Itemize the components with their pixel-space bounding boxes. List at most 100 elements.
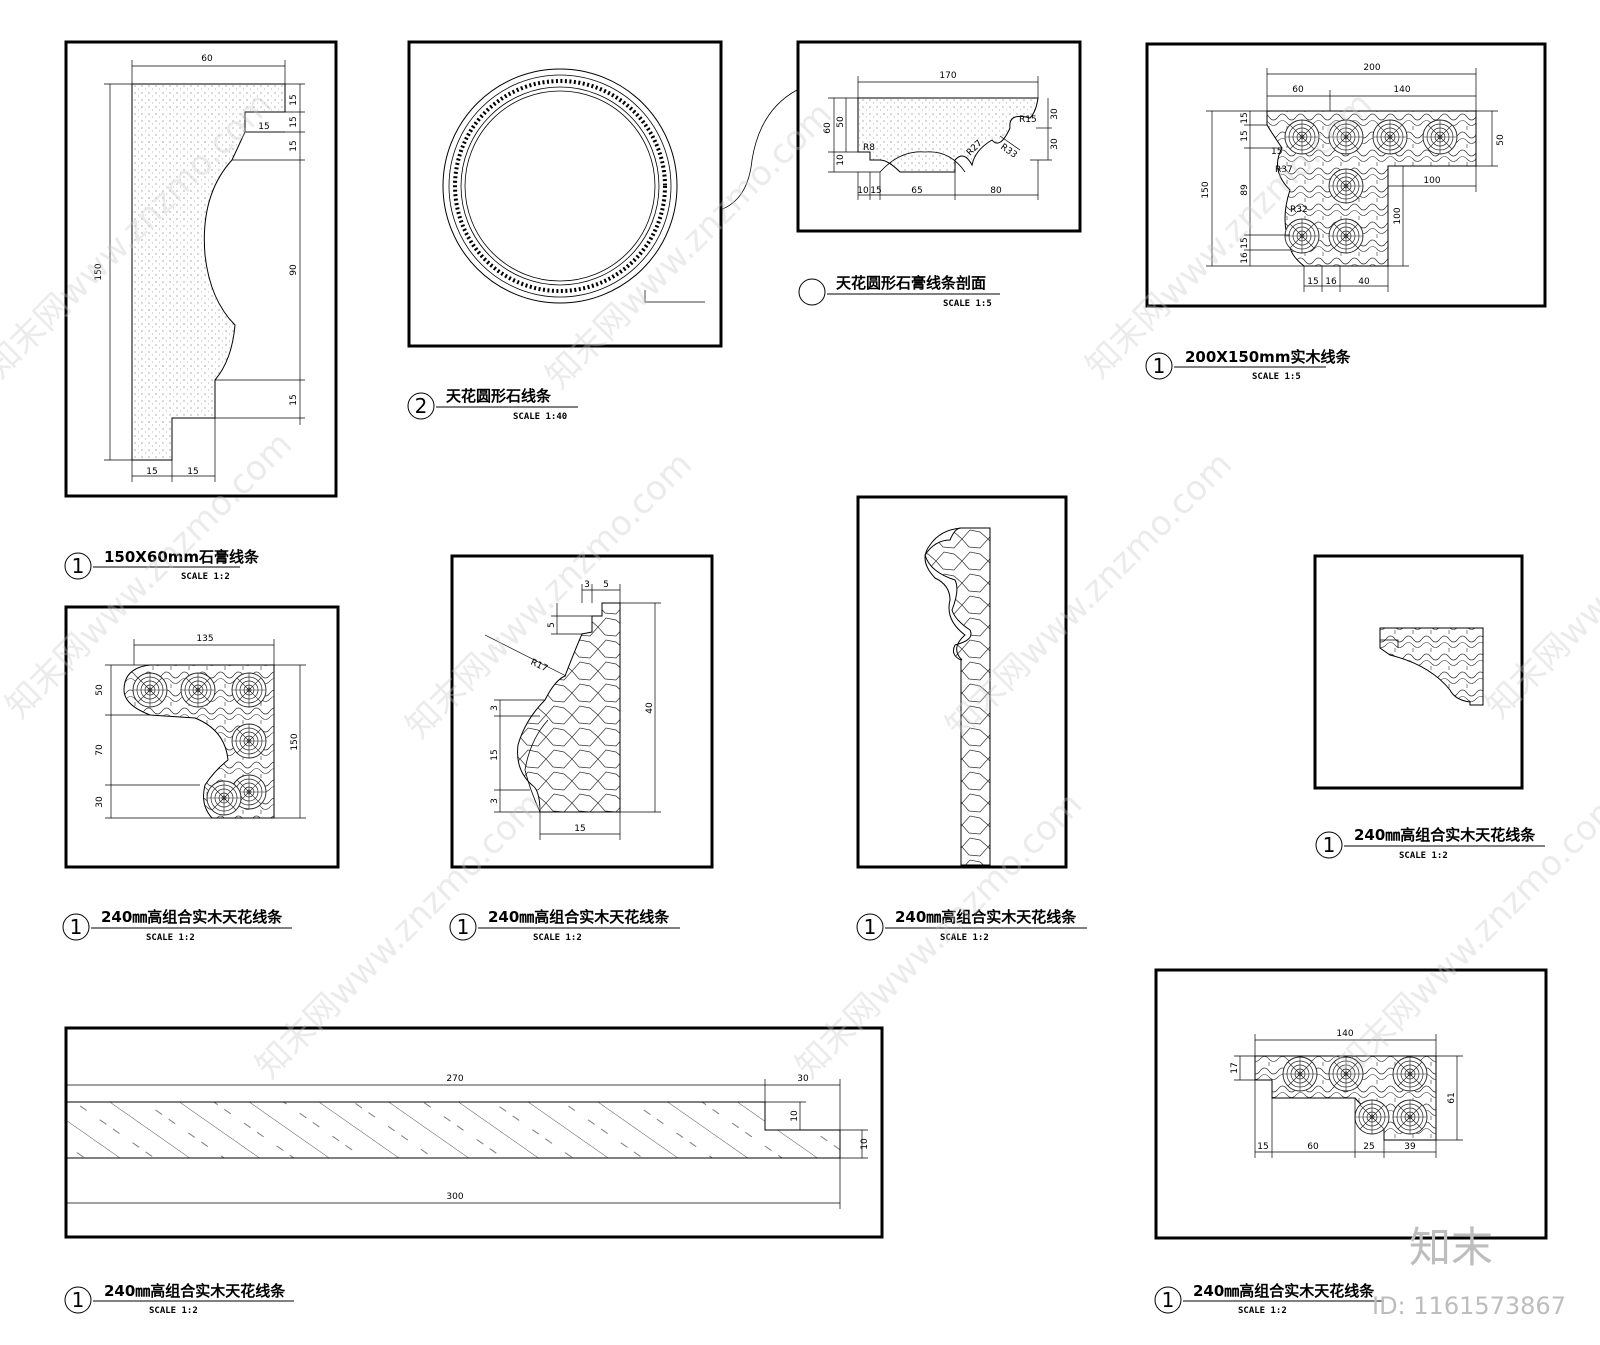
drawing-number: 1 bbox=[72, 1288, 85, 1312]
drawing-wood-profile-200x150: 200 60 140 150 15 15 89 15 16 R37 R32 15… bbox=[1145, 42, 1547, 308]
dim-r1: R37 bbox=[1275, 165, 1293, 175]
title-block-1: 1 150X60mm石膏线条 SCALE 1:2 bbox=[64, 548, 260, 582]
drawing-title: 240㎜高组合实木天花线条 bbox=[101, 908, 283, 926]
dim-width: 170 bbox=[939, 71, 956, 81]
dim-v1: 15 bbox=[1240, 112, 1250, 123]
title-block-5: 1 240㎜高组合实木天花线条 SCALE 1:2 bbox=[62, 908, 292, 943]
wood-section bbox=[1266, 110, 1477, 267]
frame bbox=[1145, 42, 1547, 308]
dim-h1: 17 bbox=[1230, 1062, 1240, 1073]
dim-b1: 15 bbox=[1257, 1142, 1268, 1152]
drawing-circular-molding bbox=[407, 40, 723, 348]
drawing-scale: SCALE 1:40 bbox=[513, 412, 567, 422]
dim-h2: 50 bbox=[836, 116, 846, 128]
wood-section bbox=[65, 1101, 841, 1159]
drawing-scale: SCALE 1:2 bbox=[181, 572, 230, 582]
section-profile bbox=[857, 97, 1039, 173]
wood-section bbox=[924, 527, 991, 866]
dim-v4: 3 bbox=[490, 798, 500, 804]
dim-v1: 5 bbox=[547, 622, 557, 628]
dim-b: 30 bbox=[797, 1074, 809, 1084]
dim-v2: 15 bbox=[1240, 130, 1250, 141]
dim-g: 15 bbox=[146, 467, 157, 477]
drawing-scale: SCALE 1:2 bbox=[940, 933, 989, 943]
dim-d: 15 bbox=[289, 140, 299, 151]
title-block-2: 2 天花圆形石线条 SCALE 1:40 bbox=[407, 387, 578, 422]
dim-v3: 89 bbox=[1240, 184, 1250, 196]
drawing-title: 240㎜高组合实木天花线条 bbox=[488, 908, 670, 926]
dim-w1: 60 bbox=[1292, 85, 1304, 95]
dim-b4: 39 bbox=[1404, 1142, 1416, 1152]
drawing-combined-wood-cornice-b: 3 5 5 R17 40 3 15 3 15 bbox=[450, 554, 714, 869]
dim-t2: 5 bbox=[603, 580, 609, 590]
dim-e: 90 bbox=[289, 264, 299, 276]
dim-c: 15 bbox=[258, 122, 269, 132]
dim-v5: 16 bbox=[1240, 252, 1250, 264]
dim-v2: 70 bbox=[95, 744, 105, 756]
drawing-scale: SCALE 1:5 bbox=[943, 299, 992, 309]
drawing-combined-wood-cornice-d bbox=[1313, 554, 1524, 790]
dim-b3: 25 bbox=[1363, 1142, 1374, 1152]
drawing-scale: SCALE 1:2 bbox=[533, 933, 582, 943]
drawing-title: 150X60mm石膏线条 bbox=[104, 548, 260, 566]
dim-e: 300 bbox=[446, 1192, 463, 1202]
drawing-combined-wood-cornice-f: 140 17 61 15 60 25 39 bbox=[1154, 968, 1548, 1240]
dim-width: 140 bbox=[1336, 1029, 1353, 1039]
dim-s1: 15 bbox=[1271, 147, 1282, 157]
dim-h1: 60 bbox=[823, 122, 833, 134]
drawing-title: 天花圆形石膏线条剖面 bbox=[836, 274, 986, 292]
dim-b3: 65 bbox=[911, 186, 922, 196]
brand-logo: 知末 bbox=[1409, 1223, 1493, 1272]
title-block-7: 1 240㎜高组合实木天花线条 SCALE 1:2 bbox=[856, 908, 1087, 943]
dim-height: 150 bbox=[94, 263, 104, 280]
dim-r2: R33 bbox=[998, 142, 1018, 160]
drawing-scale: SCALE 1:2 bbox=[146, 933, 195, 943]
drawing-number: 1 bbox=[70, 915, 83, 939]
drawing-plaster-profile-150x60: 60 150 15 15 15 15 90 15 15 15 bbox=[64, 40, 338, 498]
wood-section bbox=[517, 602, 621, 813]
dim-b: 15 bbox=[289, 116, 299, 127]
dim-width: 200 bbox=[1363, 63, 1380, 73]
drawing-title: 240㎜高组合实木天花线条 bbox=[1193, 1282, 1375, 1300]
dim-b2: 60 bbox=[1307, 1142, 1319, 1152]
watermark-text: 知末网www.znzmo.com bbox=[248, 784, 550, 1086]
dim-r4: R8 bbox=[863, 143, 875, 153]
title-block-8: 1 240㎜高组合实木天花线条 SCALE 1:2 bbox=[1315, 826, 1545, 861]
drawing-title: 240㎜高组合实木天花线条 bbox=[1354, 826, 1536, 844]
dim-b1: 15 bbox=[1307, 277, 1318, 287]
frame bbox=[64, 40, 338, 498]
dim-d: 10 bbox=[860, 1138, 870, 1150]
drawing-number: 1 bbox=[72, 554, 85, 578]
dim-width: 60 bbox=[201, 54, 213, 64]
drawing-title: 天花圆形石线条 bbox=[446, 387, 552, 405]
dim-w2: 140 bbox=[1393, 85, 1410, 95]
dim-v3: 30 bbox=[95, 796, 105, 808]
drawing-scale: SCALE 1:2 bbox=[1238, 1306, 1287, 1316]
dim-b3: 40 bbox=[1358, 277, 1370, 287]
title-block-4: 1 200X150mm实木线条 SCALE 1:5 bbox=[1145, 348, 1351, 382]
dim-r2: R32 bbox=[1290, 205, 1308, 215]
drawing-combined-wood-cornice-c bbox=[856, 495, 1068, 869]
dim-v1: 30 bbox=[1050, 108, 1060, 120]
title-block-6: 1 240㎜高组合实木天花线条 SCALE 1:2 bbox=[449, 908, 680, 943]
watermark-text: 知末网www.znzmo.com bbox=[1478, 424, 1600, 726]
image-id-label: ID: 1161573867 bbox=[1372, 1292, 1566, 1320]
dim-v1: 50 bbox=[95, 684, 105, 696]
watermark-text: 知末网www.znzmo.com bbox=[538, 94, 840, 396]
drawing-number: 1 bbox=[864, 915, 877, 939]
dim-h2: 61 bbox=[1447, 1092, 1457, 1103]
dim-v2: 3 bbox=[490, 705, 500, 711]
frame bbox=[1154, 968, 1548, 1240]
dim-m2: 100 bbox=[1393, 207, 1403, 224]
drawing-combined-wood-cornice-a: 135 150 50 70 30 bbox=[64, 605, 340, 869]
dim-v3: 15 bbox=[490, 749, 500, 760]
dim-f: 15 bbox=[289, 394, 299, 405]
dim-m: 100 bbox=[1423, 176, 1440, 186]
drawing-scale: SCALE 1:2 bbox=[149, 1306, 198, 1316]
dim-a: 270 bbox=[446, 1074, 463, 1084]
drawing-title: 200X150mm实木线条 bbox=[1185, 348, 1351, 366]
dim-width: 135 bbox=[196, 634, 213, 644]
dim-r: R17 bbox=[529, 658, 549, 675]
drawing-scale: SCALE 1:2 bbox=[1399, 851, 1448, 861]
title-block-9: 1 240㎜高组合实木天花线条 SCALE 1:2 bbox=[64, 1282, 294, 1316]
